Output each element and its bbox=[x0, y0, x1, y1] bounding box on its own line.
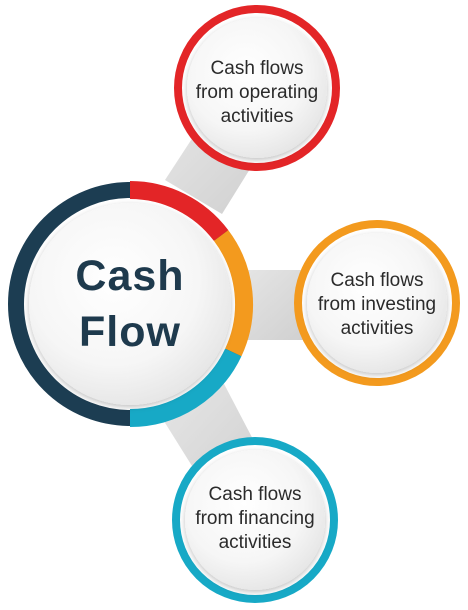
center-label-line-2: Flow bbox=[79, 308, 181, 356]
node-investing-line-2: from investing bbox=[318, 294, 436, 315]
hub: Cash Flow bbox=[8, 181, 254, 428]
node-financing-line-2: from financing bbox=[195, 508, 314, 529]
node-financing-disc bbox=[185, 450, 325, 590]
node-investing-line-3: activities bbox=[341, 318, 414, 339]
node-operating: Cash flows from operating activities bbox=[174, 5, 340, 171]
node-investing-disc bbox=[307, 233, 447, 373]
hub-arc-investing bbox=[213, 230, 254, 357]
node-operating-disc bbox=[187, 18, 327, 158]
node-operating-line-2: from operating bbox=[196, 82, 319, 103]
node-financing: Cash flows from financing activities bbox=[172, 437, 338, 603]
node-financing-line-1: Cash flows bbox=[209, 484, 302, 505]
hub-disc bbox=[29, 203, 231, 405]
center-label-line-1: Cash bbox=[75, 252, 184, 300]
connector-investing bbox=[236, 270, 312, 340]
node-operating-line-1: Cash flows bbox=[211, 58, 304, 79]
hub-arc-operating bbox=[129, 181, 229, 242]
node-investing-line-1: Cash flows bbox=[331, 270, 424, 291]
hub-arc-financing bbox=[129, 348, 242, 428]
node-financing-line-3: activities bbox=[219, 532, 292, 553]
node-operating-line-3: activities bbox=[221, 106, 294, 127]
node-investing: Cash flows from investing activities bbox=[294, 220, 460, 386]
